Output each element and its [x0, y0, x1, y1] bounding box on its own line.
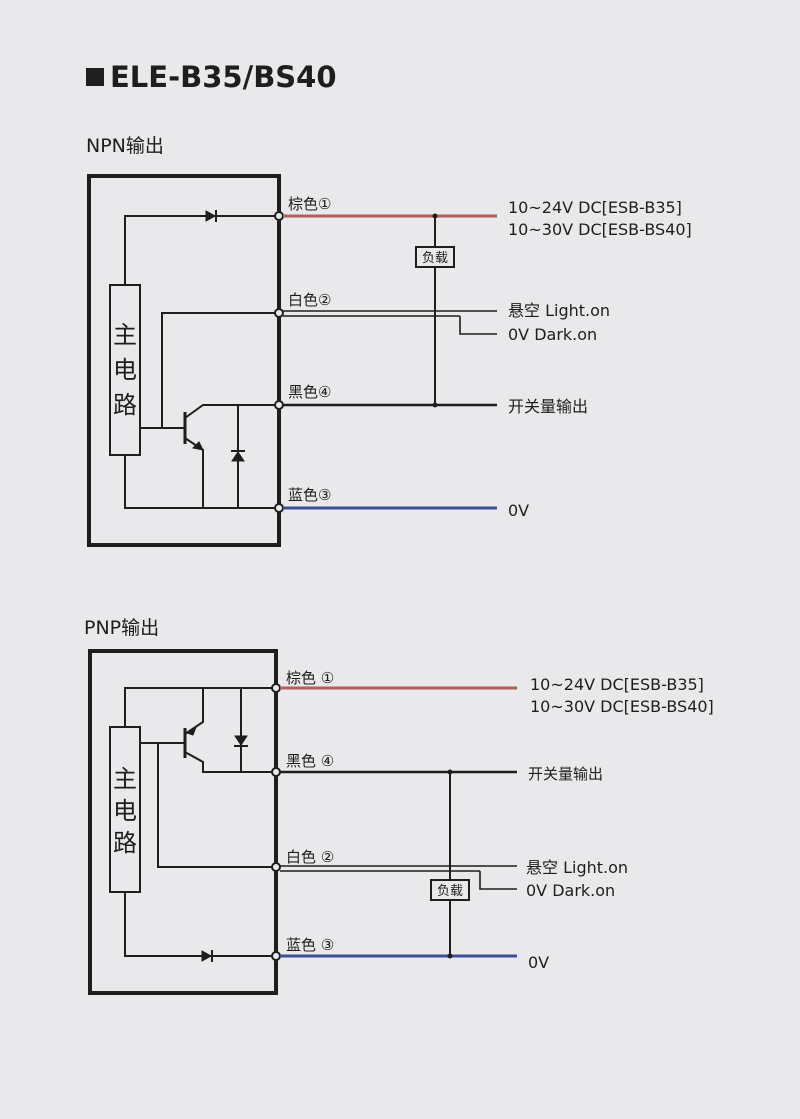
- npn-supply-trace: [124, 215, 279, 285]
- pnp-supply-range-1: 10~24V DC[ESB-B35]: [530, 675, 704, 694]
- npn-block-char-2: 电: [113, 356, 137, 384]
- npn-label-blue: 蓝色③: [288, 486, 331, 504]
- pnp-label-white: 白色 ②: [286, 848, 334, 866]
- npn-emitter-arrow-icon: [191, 441, 204, 451]
- pnp-heading: PNP输出: [84, 617, 159, 639]
- npn-block-char-1: 主: [113, 321, 137, 349]
- pnp-sensor-housing: [88, 649, 278, 995]
- npn-terminal-black: [274, 400, 284, 410]
- npn-diagram: NPN输出 主 电 路: [86, 135, 692, 547]
- pnp-terminal-black: [271, 767, 281, 777]
- pnp-block-char-2: 电: [113, 797, 137, 825]
- npn-dark-wire: [459, 316, 497, 335]
- pnp-load-box: [430, 879, 470, 901]
- npn-dark-on-label: 0V Dark.on: [508, 325, 597, 344]
- pnp-mode-trace: [157, 743, 276, 868]
- npn-heading: NPN输出: [86, 135, 164, 157]
- pnp-terminal-brown: [271, 683, 281, 693]
- pnp-label-black: 黑色 ④: [286, 752, 334, 770]
- npn-label-black: 黑色④: [288, 383, 331, 401]
- pnp-block-char-3: 路: [113, 829, 137, 857]
- npn-output-label: 开关量输出: [508, 397, 588, 416]
- pnp-emitter: [184, 688, 204, 735]
- npn-terminal-white: [274, 308, 284, 318]
- pnp-light-on-label: 悬空 Light.on: [526, 858, 628, 877]
- page-title: ELE-B35/BS40: [110, 60, 337, 94]
- pnp-supply-trace: [124, 687, 276, 727]
- npn-terminal-brown: [274, 211, 284, 221]
- npn-collector: [184, 404, 279, 419]
- npn-terminal-blue: [274, 503, 284, 513]
- npn-block-char-3: 路: [113, 391, 137, 419]
- npn-ground-trace: [124, 455, 279, 509]
- npn-supply-range-2: 10~30V DC[ESB-BS40]: [508, 220, 692, 239]
- npn-label-brown: 棕色①: [288, 195, 331, 213]
- npn-supply-diode-icon: [205, 210, 217, 222]
- pnp-emitter-arrow-icon: [185, 725, 198, 736]
- pnp-supply-range-2: 10~30V DC[ESB-BS40]: [530, 697, 714, 716]
- pnp-dark-on-label: 0V Dark.on: [526, 881, 615, 900]
- npn-sensor-housing: [87, 174, 281, 547]
- npn-supply-range-1: 10~24V DC[ESB-B35]: [508, 198, 682, 217]
- pnp-protection-diode-icon: [234, 735, 248, 746]
- pnp-ground-diode-icon: [201, 950, 213, 962]
- npn-load-box: [415, 246, 455, 268]
- pnp-label-blue: 蓝色 ③: [286, 936, 334, 954]
- npn-zero-label: 0V: [508, 501, 529, 520]
- pnp-dark-wire: [479, 871, 517, 890]
- npn-mode-trace: [161, 312, 279, 428]
- npn-protection-diode-icon: [231, 451, 245, 462]
- pnp-collector: [184, 751, 276, 773]
- pnp-zero-label: 0V: [528, 953, 549, 972]
- npn-label-white: 白色②: [288, 291, 331, 309]
- pnp-label-brown: 棕色 ①: [286, 669, 334, 687]
- pnp-output-label: 开关量输出: [528, 765, 603, 783]
- title-square-icon: [86, 68, 104, 86]
- pnp-diagram: PNP输出 主 电 路: [84, 617, 714, 995]
- pnp-load-label: 负载: [437, 884, 463, 899]
- pnp-ground-trace: [124, 892, 276, 957]
- pnp-terminal-blue: [271, 951, 281, 961]
- pnp-terminal-white: [271, 862, 281, 872]
- npn-load-label: 负载: [422, 251, 448, 266]
- npn-light-on-label: 悬空 Light.on: [508, 301, 610, 320]
- pnp-block-char-1: 主: [113, 765, 137, 793]
